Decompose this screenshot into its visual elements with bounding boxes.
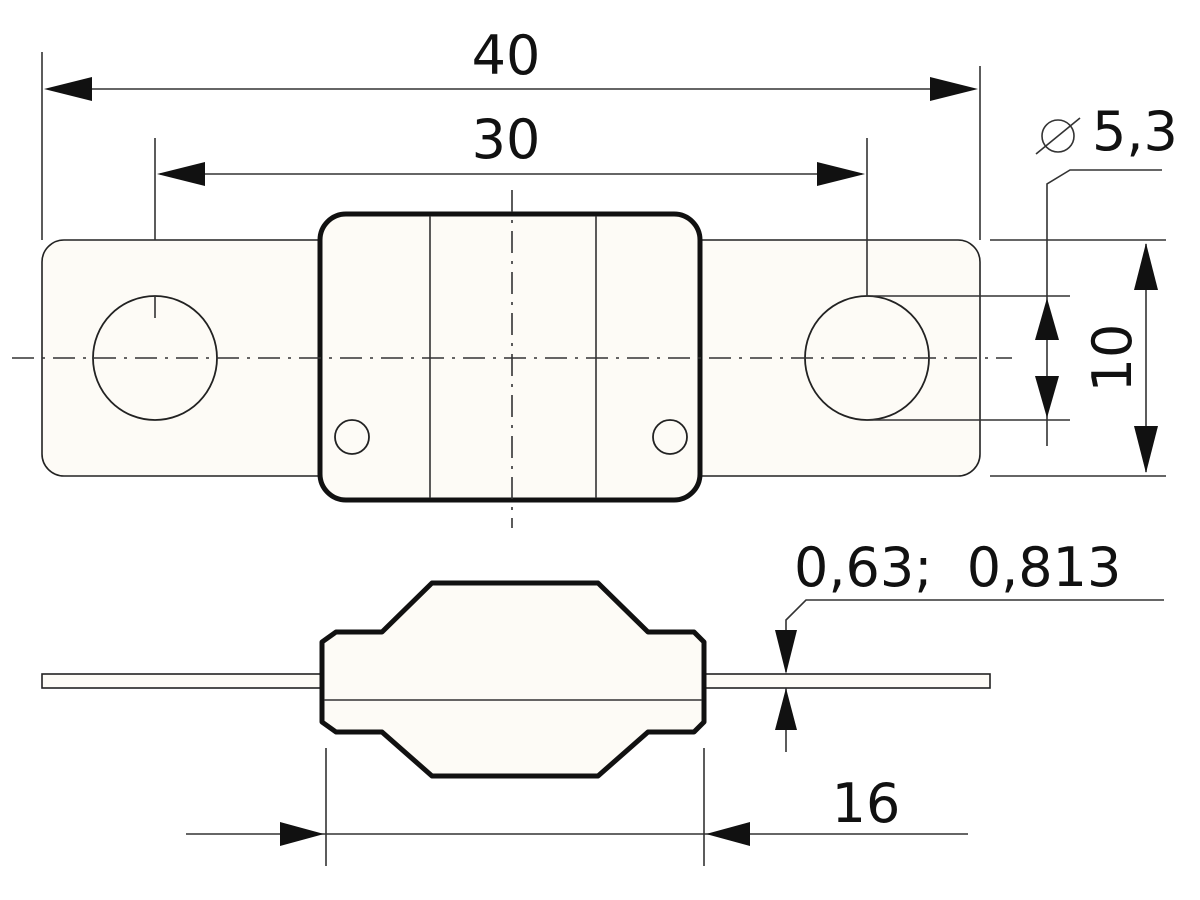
arrowhead [44,77,92,101]
top-view [12,190,1012,528]
arrowhead [1035,376,1059,418]
rivet-right [652,419,688,455]
thickness-label: 0,63; 0,813 [794,536,1121,599]
dimension-thickness: 0,63; 0,813 [775,536,1164,752]
fuse-body-top [317,211,703,503]
body-length-label: 16 [832,772,901,835]
side-view [41,580,991,779]
dimension-hole-spacing: 30 [154,108,868,296]
overall-length-label: 40 [472,24,541,87]
fuse-body-side [319,580,707,779]
arrowhead [280,822,324,846]
rivet-left [334,419,370,455]
arrowhead [930,77,978,101]
arrowhead [157,162,205,186]
arrowhead [817,162,865,186]
hole-spacing-label: 30 [472,108,541,171]
dimension-body-length: 16 [186,748,968,866]
dimension-overall-length: 40 [41,24,981,240]
arrowhead [1134,426,1158,473]
width-label: 10 [1081,324,1144,393]
arrowhead [775,688,797,730]
hole-diameter-label: 5,3 [1092,100,1178,163]
dimension-hole-diameter: 5,3 [867,100,1178,446]
diameter-symbol-icon [1041,119,1075,153]
dimension-width: 10 [990,239,1166,477]
arrowhead [1035,298,1059,340]
arrowhead [706,822,750,846]
arrowhead [1134,243,1158,290]
arrowhead [775,630,797,674]
